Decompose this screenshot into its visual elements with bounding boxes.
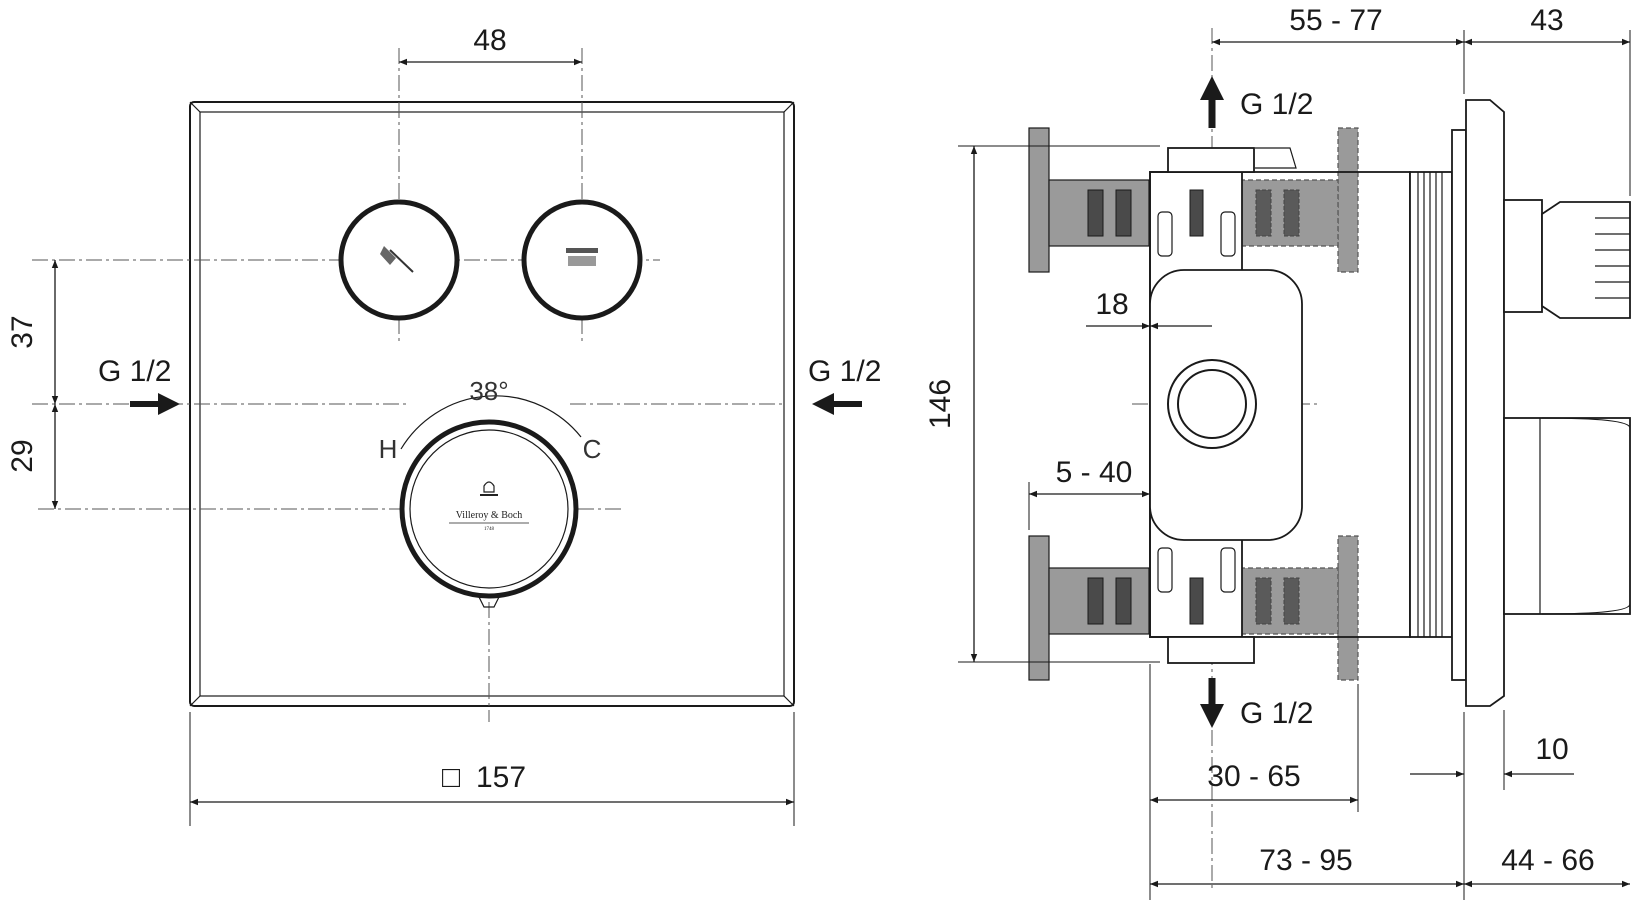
- dim-width-symbol: □: [442, 761, 461, 794]
- flange-top-left: [1028, 127, 1050, 273]
- overhead-shower-icon: [566, 248, 598, 266]
- outlet-top-label: G 1/2: [1240, 88, 1313, 121]
- dim-top-range: 55 - 77: [1212, 4, 1465, 94]
- dim-upper-offset-text: 37: [6, 315, 39, 348]
- pipe-top-left: [1048, 179, 1150, 247]
- flange-top-right: [1337, 127, 1359, 273]
- inlet-left-label: G 1/2: [98, 355, 171, 388]
- dim-height-text: 146: [924, 379, 957, 429]
- flange-bottom-left: [1028, 535, 1050, 681]
- hand-shower-button: [338, 199, 460, 321]
- dim-width-text: 157: [476, 761, 526, 794]
- dim-lower-offset: 29: [6, 404, 59, 509]
- dim-18: 18: [1086, 288, 1212, 330]
- outlet-bottom-label: G 1/2: [1240, 697, 1313, 730]
- dim-top-right: 43: [1464, 4, 1631, 196]
- cold-label: C: [583, 434, 602, 464]
- inlet-right-label: G 1/2: [808, 355, 881, 388]
- outlet-top: G 1/2: [1200, 76, 1313, 128]
- dim-total-range: 73 - 95: [1150, 712, 1465, 900]
- dim-trim-range: 44 - 66: [1464, 844, 1630, 888]
- hot-label: H: [379, 434, 398, 464]
- cartridge-housing: [1149, 269, 1303, 541]
- dim-lower-offset-text: 29: [6, 439, 39, 472]
- inlet-left: G 1/2: [98, 355, 180, 415]
- front-view: Villeroy & Boch 1748 38° H C G 1/2 G 1/2…: [6, 24, 881, 826]
- inlet-right: G 1/2: [808, 355, 881, 415]
- brand-logo: Villeroy & Boch 1748: [449, 481, 529, 532]
- dim-top-right-text: 43: [1530, 4, 1563, 37]
- dim-pipe-range: 5 - 40: [1028, 456, 1150, 530]
- outlet-bottom: G 1/2: [1200, 678, 1313, 730]
- dim-width: □ 157: [189, 712, 795, 826]
- pipe-bottom-left: [1048, 567, 1150, 635]
- overhead-shower-button: [521, 199, 643, 321]
- thermostat-knob: Villeroy & Boch 1748: [399, 395, 582, 608]
- thermostat-knob-side: [1503, 417, 1631, 615]
- dim-total-range-text: 73 - 95: [1259, 844, 1352, 877]
- dim-trim-range-text: 44 - 66: [1501, 844, 1594, 877]
- dim-18-text: 18: [1095, 288, 1128, 321]
- dim-10-text: 10: [1535, 733, 1568, 766]
- hand-shower-icon: [380, 246, 414, 273]
- dim-upper-offset: 37: [6, 260, 59, 404]
- dim-pipe-range-text: 5 - 40: [1056, 456, 1133, 489]
- pipe-top-right: [1239, 179, 1339, 247]
- push-button-side: [1503, 199, 1631, 319]
- dim-button-spacing-text: 48: [473, 24, 506, 57]
- flange-bottom-right: [1337, 535, 1359, 681]
- rotation-angle-label: 38°: [469, 376, 508, 406]
- cover-plate-side: [1451, 99, 1505, 707]
- dim-10: 10: [1410, 710, 1574, 790]
- dim-top-range-text: 55 - 77: [1289, 4, 1382, 37]
- dim-height: 146: [924, 145, 1160, 663]
- pipe-bottom-right: [1239, 567, 1339, 635]
- brand-logo-text: Villeroy & Boch: [456, 510, 523, 521]
- brand-logo-year: 1748: [484, 527, 495, 532]
- dim-body-range-text: 30 - 65: [1207, 760, 1300, 793]
- dim-body-range: 30 - 65: [1149, 664, 1359, 900]
- side-view: G 1/2 G 1/2 55 - 77 43 146 18: [924, 4, 1631, 900]
- dim-button-spacing: 48: [399, 24, 582, 66]
- threaded-sleeve: [1409, 171, 1453, 638]
